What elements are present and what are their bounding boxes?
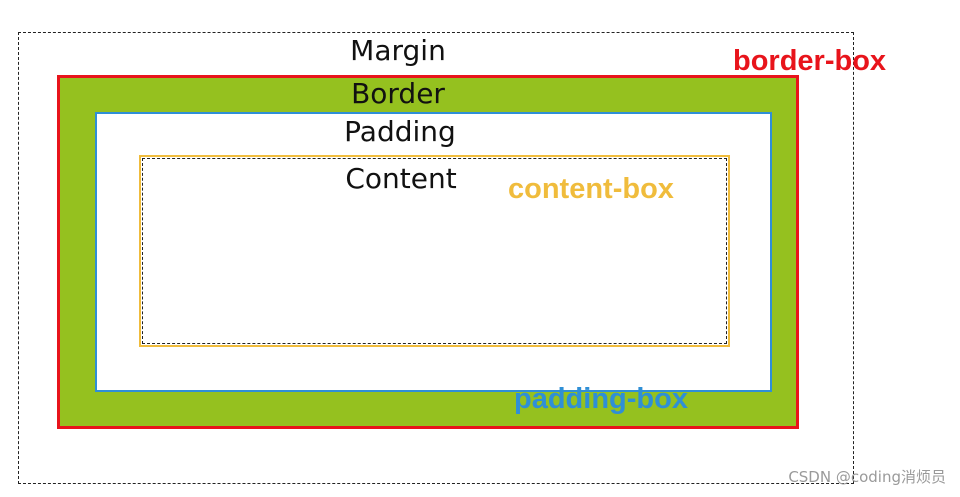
- watermark: CSDN @coding消烦员: [788, 468, 946, 486]
- border-box-tag: border-box: [733, 45, 887, 77]
- border-label: Border: [351, 77, 445, 110]
- margin-area-outline: [18, 32, 854, 484]
- padding-box-tag: padding-box: [514, 383, 688, 415]
- margin-label: Margin: [350, 34, 446, 67]
- padding-label: Padding: [344, 115, 456, 148]
- content-box-outline: [139, 155, 730, 347]
- content-box-tag: content-box: [508, 173, 674, 205]
- content-label: Content: [345, 162, 457, 195]
- content-area-outline: [142, 158, 727, 344]
